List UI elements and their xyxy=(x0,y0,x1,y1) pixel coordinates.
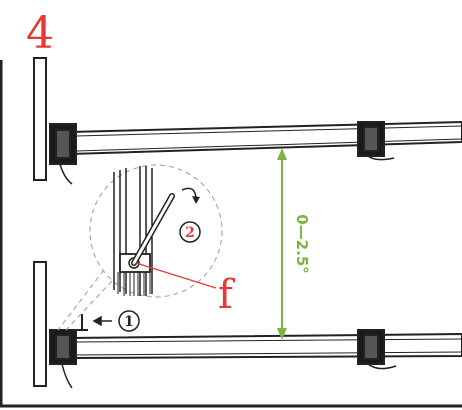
wall-posts xyxy=(33,57,47,387)
upper-mid-hook xyxy=(367,155,395,161)
angle-dimension xyxy=(277,148,287,340)
step-number: 4 xyxy=(26,8,54,59)
callout-2: 2 xyxy=(179,221,201,243)
frame xyxy=(0,60,462,408)
screw-indicator xyxy=(76,314,88,331)
lower-rail xyxy=(49,329,462,389)
part-f-leader xyxy=(135,262,217,289)
svg-text:2: 2 xyxy=(185,225,195,241)
arrow-1 xyxy=(92,315,112,327)
angle-range-label: 0—2.5° xyxy=(293,214,311,274)
upper-left-hook xyxy=(59,163,73,185)
upper-rail xyxy=(49,120,462,185)
svg-text:1: 1 xyxy=(124,314,134,330)
upper-wall-post xyxy=(33,57,47,181)
lower-wall-post xyxy=(33,261,47,387)
part-label-f: f xyxy=(218,272,236,318)
lower-left-hook xyxy=(61,363,73,389)
callout-1: 1 xyxy=(118,310,140,332)
lower-mid-hook xyxy=(367,363,397,370)
detail-view xyxy=(57,164,223,331)
